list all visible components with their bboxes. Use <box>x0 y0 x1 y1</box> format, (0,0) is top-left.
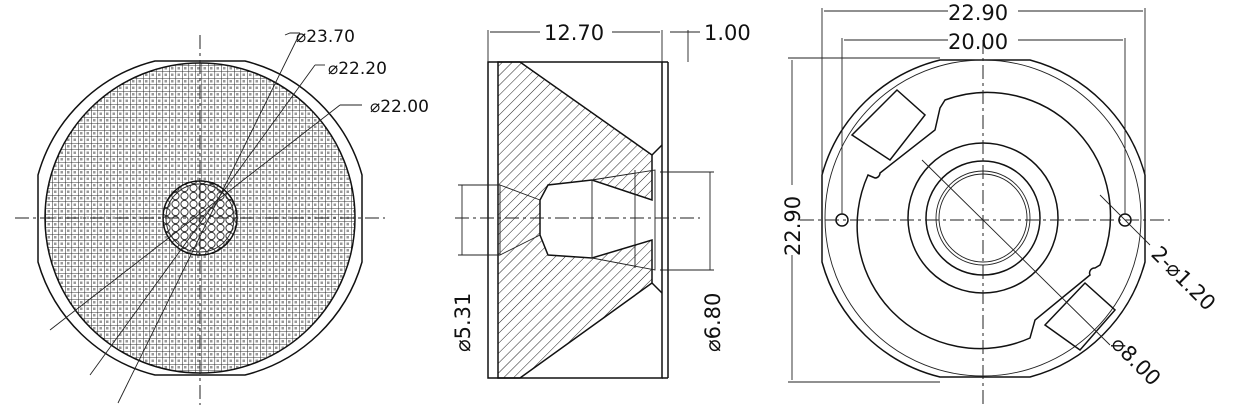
pcb-outline <box>856 91 1112 350</box>
section-hatch <box>497 61 653 379</box>
dim-width-12-70: 12.70 <box>544 21 604 45</box>
led-pad <box>850 88 927 162</box>
dim-diameter-6-80: ⌀6.80 <box>701 293 725 352</box>
back-view: 22.90 20.00 22.90 2-⌀1.20 ⌀8.00 <box>781 1 1220 408</box>
dim-diameter-22-20: ⌀22.20 <box>328 59 387 79</box>
dim-diameter-23-70: ⌀23.70 <box>296 27 355 47</box>
dim-overall-height: 22.90 <box>781 196 805 256</box>
front-view: ⌀23.70 ⌀22.20 ⌀22.00 <box>15 27 429 405</box>
dim-diameter-5-31: ⌀5.31 <box>451 293 475 352</box>
side-view: 12.70 1.00 ⌀5.31 ⌀6.80 <box>451 21 751 379</box>
dim-overall-width: 22.90 <box>948 1 1008 25</box>
dim-flange-1-00: 1.00 <box>704 21 751 45</box>
led-pad <box>1043 281 1117 352</box>
body-outline <box>487 61 663 379</box>
dim-hole-spacing: 20.00 <box>948 30 1008 54</box>
dim-mounting-holes: 2-⌀1.20 <box>1146 242 1220 316</box>
dim-diameter-22-00: ⌀22.00 <box>370 97 429 117</box>
outer-rim <box>37 60 363 376</box>
outer-rim <box>821 59 1146 378</box>
dim-center-bore: ⌀8.00 <box>1106 332 1165 391</box>
